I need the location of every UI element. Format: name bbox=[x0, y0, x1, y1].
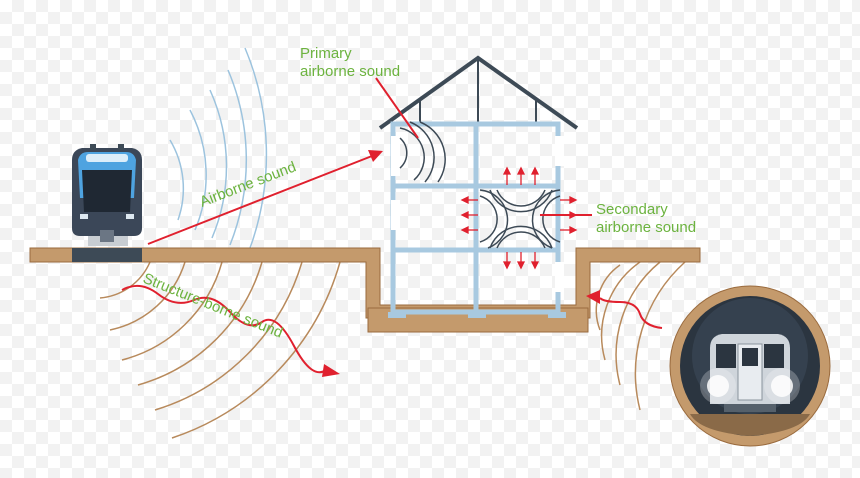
tunnel-vibration-arrow-icon bbox=[586, 290, 663, 329]
primary-label-pointer bbox=[375, 77, 419, 139]
train-icon bbox=[72, 144, 142, 262]
structure-borne-sound-waves bbox=[99, 261, 341, 439]
secondary-sound-arrows bbox=[460, 166, 578, 270]
tunnel-sound-waves bbox=[595, 261, 686, 411]
primary-label-line1: Primary bbox=[300, 45, 352, 62]
subway-train-icon bbox=[700, 334, 800, 412]
secondary-label-line1: Secondary bbox=[596, 201, 668, 218]
primary-airborne-sound-icon bbox=[399, 121, 446, 183]
structure-borne-label: Structure-borne sound bbox=[141, 270, 286, 342]
house-icon bbox=[378, 55, 579, 315]
structure-borne-arrow-icon bbox=[121, 284, 340, 377]
secondary-airborne-sound-icon bbox=[479, 189, 561, 249]
primary-label-line2: airborne sound bbox=[300, 63, 400, 80]
airborne-label: Airborne sound bbox=[197, 158, 298, 210]
secondary-label-line2: airborne sound bbox=[596, 219, 696, 236]
airborne-arrow-icon bbox=[147, 150, 383, 245]
airborne-sound-waves bbox=[169, 47, 268, 249]
